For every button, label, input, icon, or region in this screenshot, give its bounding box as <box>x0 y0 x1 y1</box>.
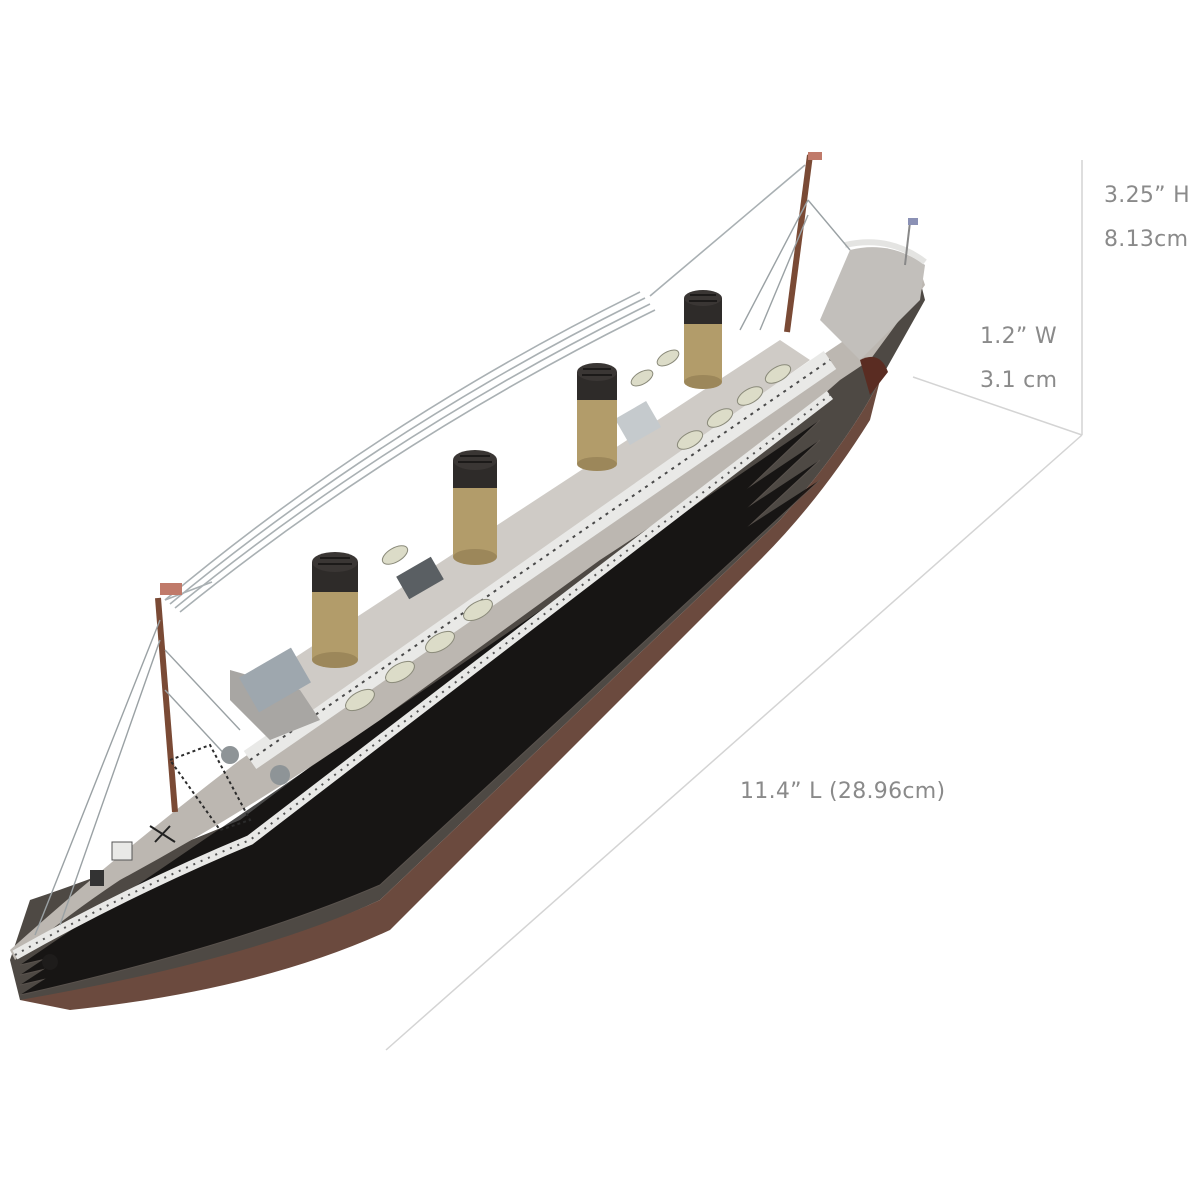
funnel-2 <box>453 450 497 565</box>
stern-deck <box>820 218 927 395</box>
funnels <box>312 290 722 668</box>
superstructure <box>230 340 810 740</box>
height-metric: 8.13cm <box>1104 227 1189 252</box>
rigging <box>34 199 851 936</box>
lifeboats <box>345 349 792 712</box>
fore-mast <box>155 597 178 813</box>
forecastle-details <box>90 743 290 886</box>
masts <box>155 152 822 813</box>
width-dimension-label: 1.2” W 3.1 cm <box>980 315 1057 403</box>
funnel-3 <box>577 363 617 471</box>
stern-flag <box>908 218 918 225</box>
antenna-wires <box>164 164 806 613</box>
height-dimension-label: 3.25” H 8.13cm <box>1104 174 1190 262</box>
rudder <box>860 356 888 395</box>
width-metric: 3.1 cm <box>980 368 1058 393</box>
length-dimension-label: 11.4” L (28.96cm) <box>740 770 945 814</box>
height-imperial: 3.25” H <box>1104 183 1191 208</box>
width-imperial: 1.2” W <box>980 324 1057 349</box>
funnel-1 <box>312 552 358 668</box>
fore-mast-flag <box>160 583 182 595</box>
length-dimension-line <box>385 434 1083 1051</box>
aft-mast <box>784 154 813 333</box>
funnel-4 <box>684 290 722 389</box>
length-text: 11.4” L (28.96cm) <box>740 779 946 804</box>
aft-mast-flag <box>808 152 822 160</box>
dimension-lines <box>385 160 1083 1051</box>
width-dimension-line <box>912 376 1083 436</box>
